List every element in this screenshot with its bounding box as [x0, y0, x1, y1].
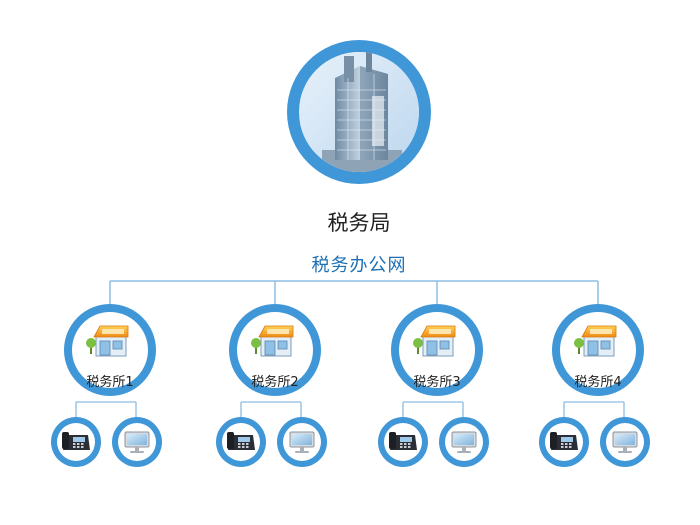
desk-phone-device-4: [539, 417, 589, 467]
monitor-icon: [289, 431, 315, 453]
office-label-3: 税务所3: [413, 375, 461, 390]
office-node-3: [391, 304, 483, 396]
monitor-icon: [451, 431, 477, 453]
office-node-4: [552, 304, 644, 396]
monitor-device-3: [439, 417, 489, 467]
desk-phone-icon: [550, 432, 578, 450]
office-tower-icon: [300, 52, 419, 172]
shop-building-icon: [574, 325, 617, 357]
connector-lines: [109, 280, 599, 307]
monitor-icon: [612, 431, 638, 453]
branch-offices: [64, 304, 644, 396]
desk-phone-icon: [62, 432, 90, 450]
headquarters-node: [287, 40, 431, 184]
branch-devices: [51, 401, 650, 467]
device-connectors-4: [563, 401, 625, 420]
headquarters-label: 税务局: [327, 211, 391, 235]
office-label-2: 税务所2: [251, 375, 299, 390]
shop-building-icon: [251, 325, 294, 357]
desk-phone-icon: [227, 432, 255, 450]
office-label-4: 税务所4: [574, 375, 622, 390]
desk-phone-device-3: [378, 417, 428, 467]
office-node-2: [229, 304, 321, 396]
device-connectors-3: [402, 401, 464, 420]
office-node-1: [64, 304, 156, 396]
shop-building-icon: [413, 325, 456, 357]
office-label-1: 税务所1: [86, 375, 134, 390]
desk-phone-icon: [389, 432, 417, 450]
device-connectors-2: [240, 401, 302, 420]
monitor-icon: [124, 431, 150, 453]
desk-phone-device-1: [51, 417, 101, 467]
monitor-device-2: [277, 417, 327, 467]
device-connectors-1: [75, 401, 137, 420]
network-label: 税务办公网: [311, 255, 407, 276]
desk-phone-device-2: [216, 417, 266, 467]
shop-building-icon: [86, 325, 129, 357]
monitor-device-4: [600, 417, 650, 467]
monitor-device-1: [112, 417, 162, 467]
